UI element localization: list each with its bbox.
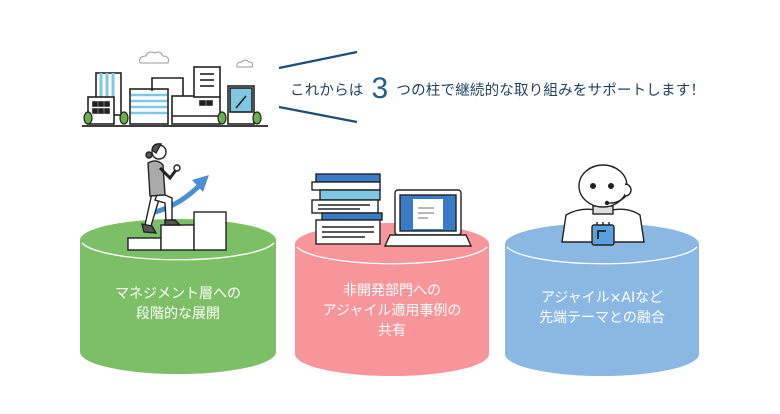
pillar-label-line: アジャイル×AIなど bbox=[540, 290, 664, 306]
pillar-label-line: 先端テーマとの融合 bbox=[539, 310, 665, 326]
city-buildings-icon bbox=[82, 51, 268, 127]
headline-number: 3 bbox=[371, 72, 389, 105]
person-climbing-stairs-icon bbox=[127, 143, 227, 251]
bracket-line-bottom bbox=[278, 105, 358, 124]
books-and-laptop-icon bbox=[311, 173, 473, 247]
pillar-label-ai: アジャイル×AIなど 先端テーマとの融合 bbox=[505, 288, 699, 328]
pillar-label-management: マネジメント層への 段階的な展開 bbox=[80, 284, 276, 324]
pillar-label-line: 共有 bbox=[378, 323, 406, 339]
pillar-label-line: 段階的な展開 bbox=[136, 306, 220, 322]
pillar-label-line: アジャイル適用事例の bbox=[322, 303, 462, 319]
pillar-label-line: 非開発部門への bbox=[343, 283, 441, 299]
bracket-line-top bbox=[278, 50, 358, 70]
robot-operator-icon bbox=[561, 164, 645, 246]
pillar-label-line: マネジメント層への bbox=[115, 286, 241, 302]
headline-suffix: つの柱で継続的な取り組みをサポートします！ bbox=[396, 82, 706, 99]
pillar-label-non-dev: 非開発部門への アジャイル適用事例の 共有 bbox=[295, 281, 489, 341]
headline: これからは 3 つの柱で継続的な取り組みをサポートします！ bbox=[290, 72, 705, 106]
headline-prefix: これからは bbox=[290, 82, 364, 99]
